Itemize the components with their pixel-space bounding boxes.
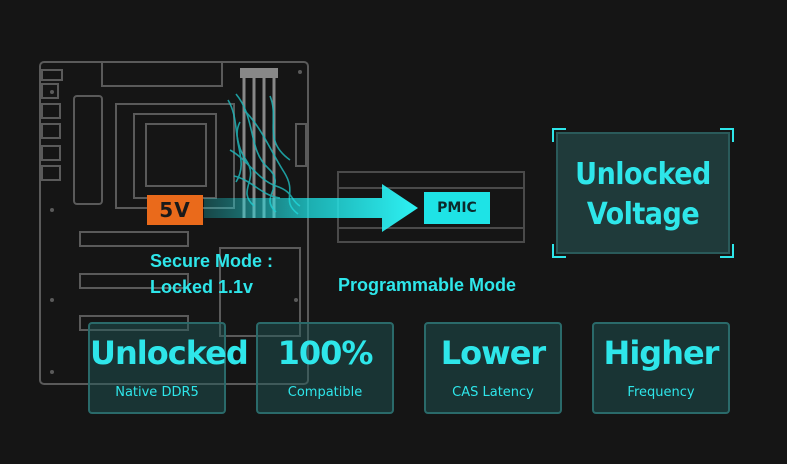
feature-subtitle: Frequency [627,385,695,400]
arrow-shape [204,184,418,232]
feature-title: Higher [603,334,720,372]
corner-bracket [720,244,734,258]
voltage-5v-badge: 5V [147,195,203,225]
voltage-box-line1: Unlocked [575,157,711,192]
io-slot [101,61,223,87]
feature-card-higher: Higher Frequency [592,322,730,414]
feature-subtitle: Native DDR5 [115,385,199,400]
corner-bracket [552,244,566,258]
voltage-box-line2: Voltage [586,197,700,232]
corner-bracket [552,128,566,142]
feature-card-unlocked: Unlocked Native DDR5 [88,322,249,414]
pcie-slot [79,231,189,247]
feature-subtitle: Compatible [287,385,363,400]
unlocked-voltage-box: Unlocked Voltage [552,128,734,258]
corner-bracket [720,128,734,142]
secure-mode-text: Secure Mode : Locked 1.1v [150,248,273,300]
feature-title: 100% [277,334,374,372]
feature-card-compatible: 100% Compatible [256,322,394,414]
feature-title: Unlocked [90,334,249,372]
secure-mode-line1: Secure Mode : [150,251,274,271]
programmable-mode-text: Programmable Mode [338,275,517,295]
feature-title: Lower [440,334,546,372]
secure-mode-line2: Locked 1.1v [150,277,254,297]
feature-card-lower: Lower CAS Latency [424,322,562,414]
pcie-slot [79,273,189,289]
pmic-chip: PMIC [424,192,490,224]
feature-subtitle: CAS Latency [452,385,534,400]
